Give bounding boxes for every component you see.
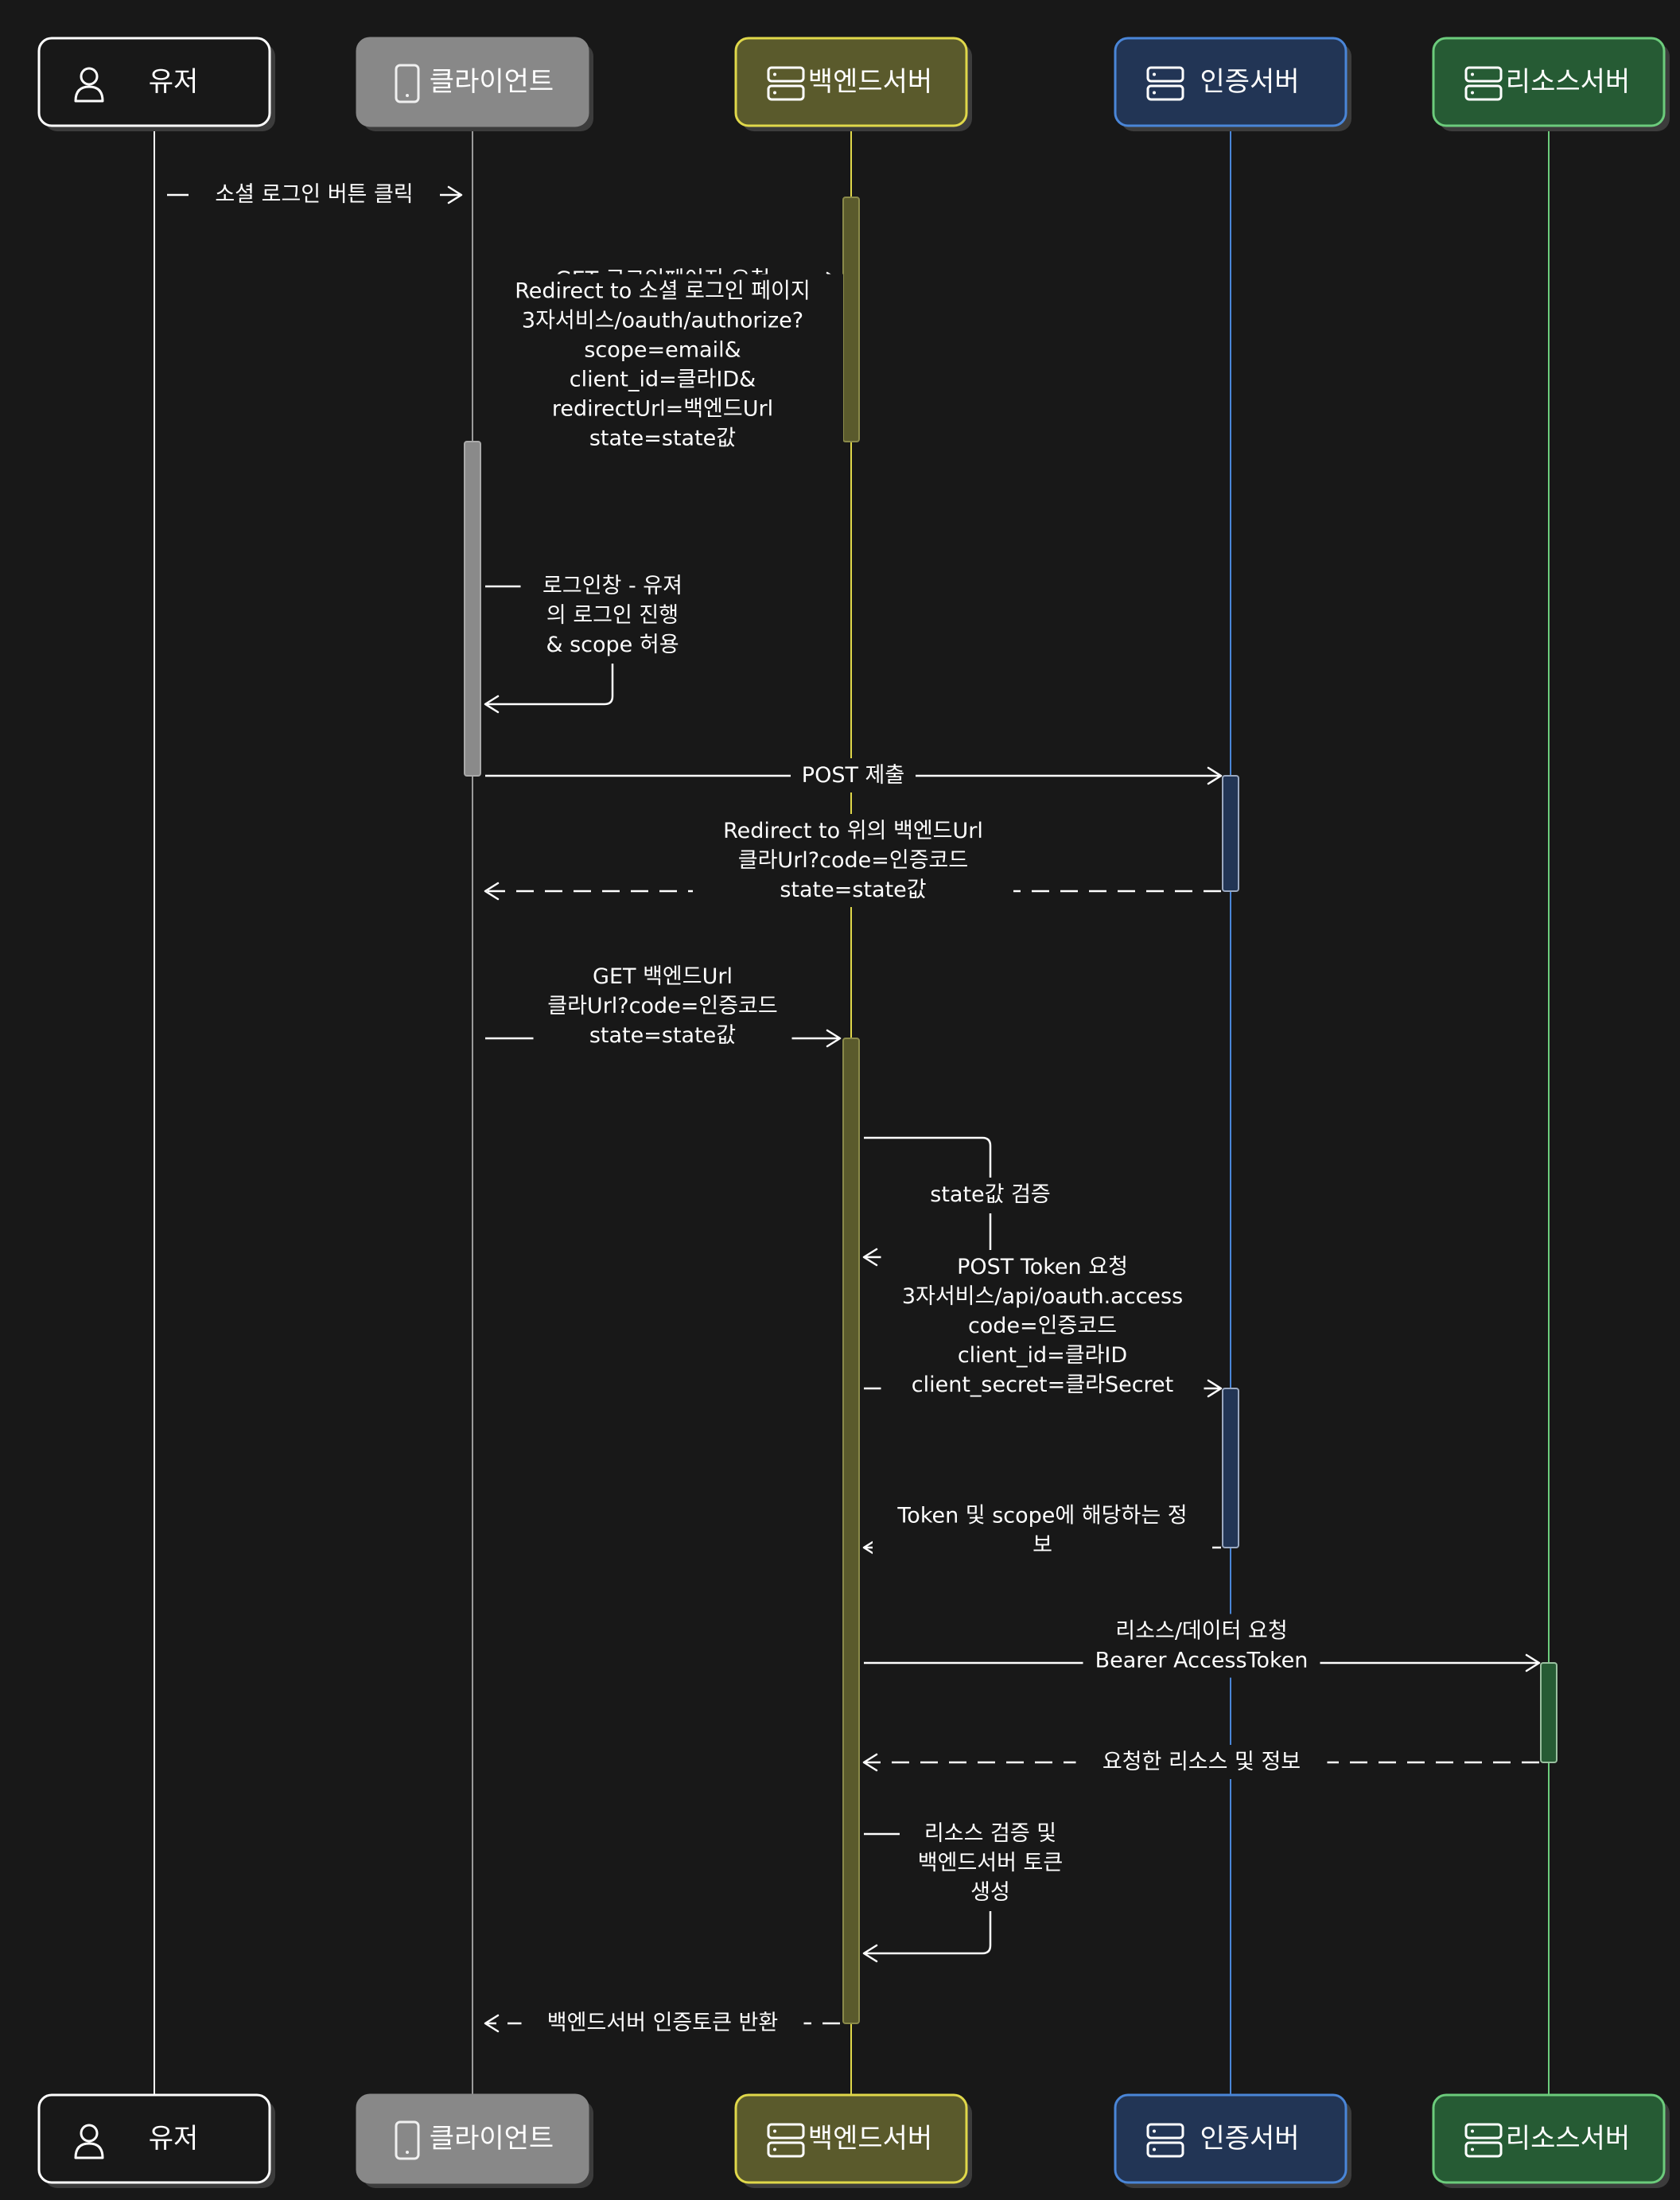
person-icon <box>74 67 104 103</box>
actor-label: 클라이언트 <box>430 2123 554 2155</box>
message-label: 리소스/데이터 요청 <box>1115 1619 1287 1644</box>
message-label: GET 백엔드Url <box>593 964 733 989</box>
actor-resource-bottom: 리소스서버 <box>1432 2093 1670 2188</box>
message-label: Token 및 scope에 해당하는 정 <box>896 1504 1187 1528</box>
actor-label: 백엔드서버 <box>808 2123 932 2155</box>
activation-bar-client <box>464 441 481 777</box>
phone-icon <box>395 64 420 103</box>
message-label: 의 로그인 진행 <box>546 603 679 628</box>
message-label: POST 제출 <box>802 763 904 788</box>
message-label: 요청한 리소스 및 정보 <box>1102 1750 1301 1774</box>
actor-backend-bottom: 백엔드서버 <box>734 2093 972 2188</box>
server-icon <box>1464 2123 1503 2158</box>
message-label: client_secret=클라Secret <box>912 1373 1174 1397</box>
actor-label: 유저 <box>149 2123 199 2155</box>
server-icon <box>767 66 805 101</box>
phone-icon <box>395 2120 420 2160</box>
person-icon <box>74 2124 104 2159</box>
activation-bar-resource <box>1540 1662 1558 1763</box>
message-label: redirectUrl=백엔드Url <box>552 397 773 422</box>
message-label: 생성 <box>970 1880 1010 1905</box>
message-client-to-backend: GET 백엔드Url 클라Url?code=인증코드 state=state값 <box>485 960 842 1053</box>
message-label: state=state값 <box>589 426 736 451</box>
message-label: scope=email& <box>584 338 741 363</box>
activation-bar-auth <box>1222 1388 1239 1548</box>
actor-label: 클라이언트 <box>430 66 554 98</box>
message-label: 백엔드서버 인증토큰 반환 <box>547 2011 778 2035</box>
message-label: Redirect to 위의 백엔드Url <box>723 819 983 843</box>
message-label: state=state값 <box>780 878 926 902</box>
message-backend-to-client: Redirect to 소셜 로그인 페이지 3자서비스/oauth/author… <box>482 274 843 456</box>
actor-auth-bottom: 인증서버 <box>1114 2093 1351 2188</box>
actor-client-bottom: 클라이언트 <box>356 2093 593 2188</box>
message-label: Redirect to 소셜 로그인 페이지 <box>515 279 811 304</box>
message-user-to-client: 소셜 로그인 버튼 클릭 <box>167 177 463 212</box>
server-icon <box>1146 66 1184 101</box>
message-label: & scope 허용 <box>546 633 679 657</box>
actor-user-top: 유저 <box>37 37 275 131</box>
message-label: 보 <box>1032 1533 1052 1558</box>
message-client-to-auth: POST 제출 <box>485 758 1223 792</box>
actor-auth-top: 인증서버 <box>1114 37 1351 131</box>
actor-label: 인증서버 <box>1200 66 1299 98</box>
actor-resource-top: 리소스서버 <box>1432 37 1670 131</box>
actor-label: 인증서버 <box>1200 2123 1299 2155</box>
message-backend-to-client: 백엔드서버 인증토큰 반환 <box>484 2006 840 2040</box>
message-backend-to-auth: POST Token 요청 3자서비스/api/oauth.access code=… <box>864 1250 1223 1402</box>
message-auth-to-client: Redirect to 위의 백엔드Url 클라Url?code=인증코드 stat… <box>484 814 1221 907</box>
message-resource-to-backend: 요청한 리소스 및 정보 <box>862 1745 1539 1779</box>
activation-bar-backend <box>842 1038 860 2024</box>
message-label: 리소스 검증 및 <box>924 1821 1056 1846</box>
message-label: client_id=클라ID& <box>570 368 756 392</box>
message-label: 3자서비스/api/oauth.access <box>902 1284 1183 1309</box>
actor-label: 리소스서버 <box>1506 66 1630 98</box>
server-icon <box>1464 66 1503 101</box>
server-icon <box>767 2123 805 2158</box>
actor-user-bottom: 유저 <box>37 2093 275 2188</box>
message-label: 3자서비스/oauth/authorize? <box>522 309 803 333</box>
message-backend-to-backend: state값 검증 <box>862 1136 1068 1267</box>
message-backend-to-resource: 리소스/데이터 요청 Bearer AccessToken <box>864 1614 1541 1678</box>
message-label: 소셜 로그인 버튼 클릭 <box>215 182 413 207</box>
message-label: state=state값 <box>589 1023 736 1048</box>
message-label: 클라Url?code=인증코드 <box>547 994 777 1018</box>
activation-bar-backend <box>842 197 860 442</box>
actor-backend-top: 백엔드서버 <box>734 37 972 131</box>
message-client-to-client: 로그인창 - 유져의 로그인 진행 & scope 허용 <box>484 569 705 714</box>
message-label: state값 검증 <box>930 1182 1051 1207</box>
message-label: code=인증코드 <box>968 1314 1117 1338</box>
actor-label: 백엔드서버 <box>808 66 932 98</box>
activation-bar-auth <box>1222 775 1239 892</box>
message-auth-to-backend: Token 및 scope에 해당하는 정보 <box>862 1498 1221 1563</box>
actor-label: 리소스서버 <box>1506 2123 1630 2155</box>
message-label: POST Token 요청 <box>957 1255 1128 1279</box>
server-icon <box>1146 2123 1184 2158</box>
message-label: client_id=클라ID <box>958 1343 1127 1368</box>
message-label: 백엔드서버 토큰 <box>918 1851 1063 1875</box>
message-label: 클라Url?code=인증코드 <box>738 848 968 873</box>
message-label: Bearer AccessToken <box>1095 1649 1309 1673</box>
actor-client-top: 클라이언트 <box>356 37 593 131</box>
message-label: 로그인창 - 유져 <box>542 574 682 598</box>
actor-label: 유저 <box>149 66 199 98</box>
